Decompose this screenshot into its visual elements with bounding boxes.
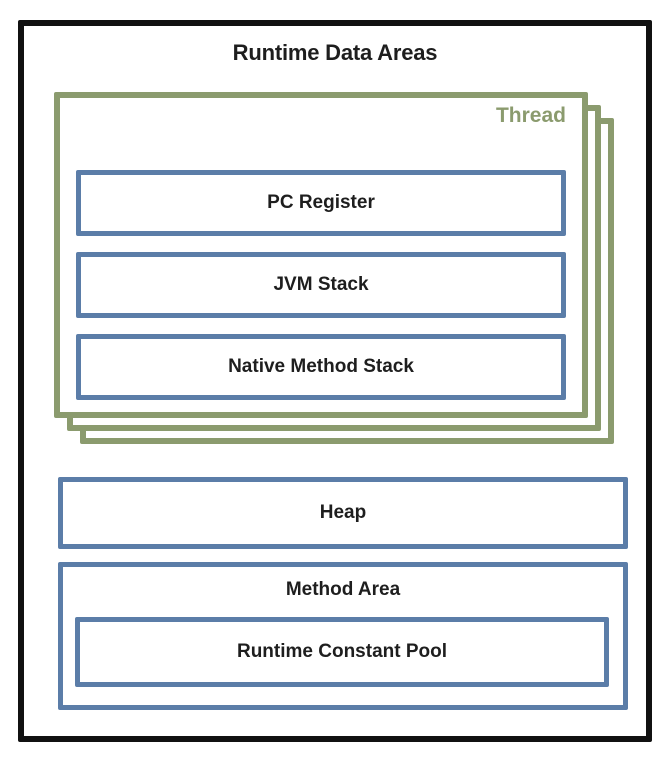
runtime-constant-pool-box: Runtime Constant Pool <box>75 617 609 687</box>
method-area-box: Method Area Runtime Constant Pool <box>58 562 628 710</box>
method-area-label: Method Area <box>285 579 401 600</box>
jvm-stack-box: JVM Stack <box>76 252 566 318</box>
pc-register-box: PC Register <box>76 170 566 236</box>
thread-label: Thread <box>495 104 566 127</box>
thread-box: Thread PC Register JVM Stack Native Meth… <box>54 92 588 418</box>
diagram-title: Runtime Data Areas <box>232 40 438 65</box>
runtime-data-areas-frame: Runtime Data Areas Thread PC Register JV… <box>18 20 652 742</box>
native-method-stack-box: Native Method Stack <box>76 334 566 400</box>
heap-box: Heap <box>58 477 628 549</box>
